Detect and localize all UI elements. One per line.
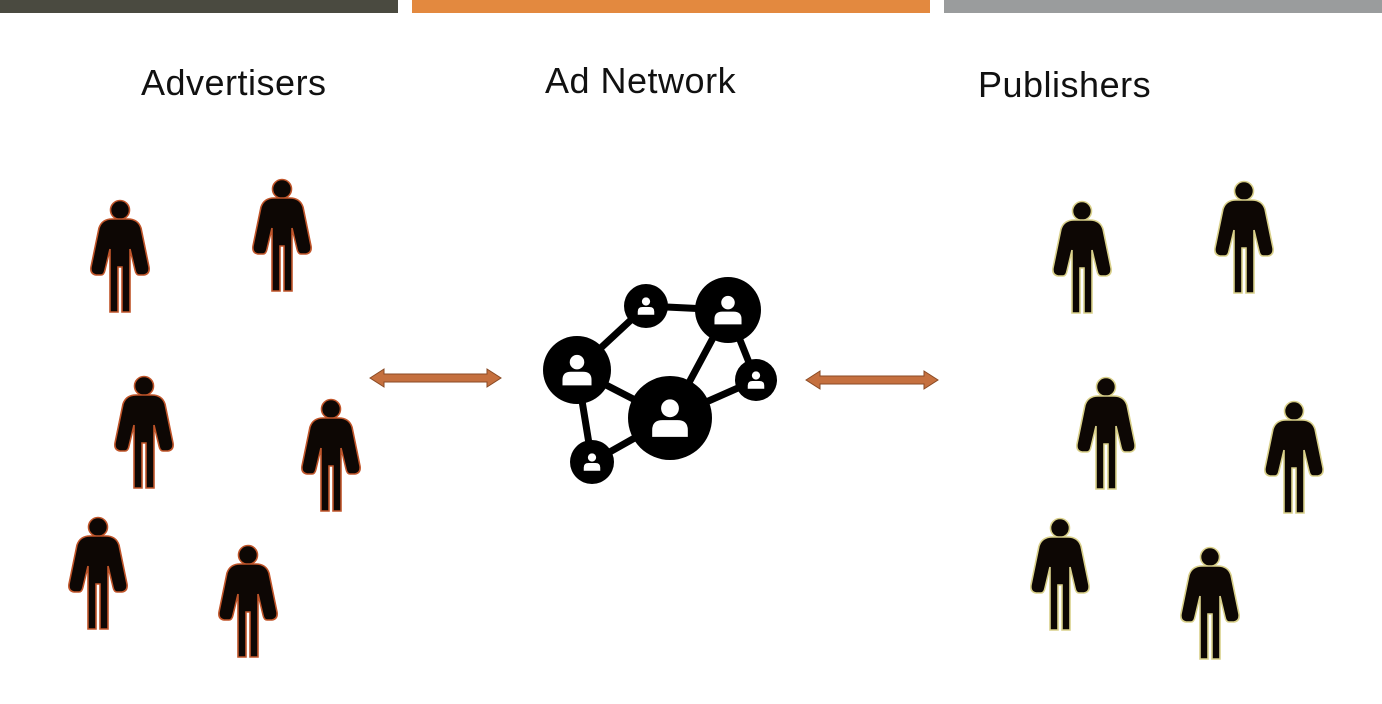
- advertisers-group: [68, 178, 361, 658]
- advertiser-person-icon: [68, 516, 128, 630]
- publisher-person-icon: [1052, 200, 1112, 314]
- network-nodes: [543, 277, 777, 484]
- advertiser-person-icon: [218, 544, 278, 658]
- top-bar-right: [944, 0, 1382, 13]
- publisher-person-icon: [1030, 517, 1090, 631]
- left-double-arrow-icon: [369, 368, 502, 388]
- network-node: [570, 440, 614, 484]
- right-double-arrow-icon: [805, 370, 939, 390]
- advertiser-person-icon: [252, 178, 312, 292]
- network-node: [543, 336, 611, 404]
- advertisers-heading: Advertisers: [141, 62, 327, 103]
- publisher-person-icon: [1180, 546, 1240, 660]
- publishers-group: [1030, 180, 1324, 660]
- top-bar-middle: [412, 0, 930, 13]
- publisher-person-icon: [1076, 376, 1136, 490]
- network-icon: [543, 277, 777, 484]
- network-node: [695, 277, 761, 343]
- publisher-person-icon: [1214, 180, 1274, 294]
- top-bar-left: [0, 0, 398, 13]
- advertiser-person-icon: [301, 398, 361, 512]
- publishers-heading: Publishers: [978, 64, 1152, 105]
- advertiser-person-icon: [114, 375, 174, 489]
- network-node: [624, 284, 668, 328]
- network-node: [628, 376, 712, 460]
- ad-network-heading: Ad Network: [545, 60, 737, 101]
- publisher-person-icon: [1264, 400, 1324, 514]
- advertiser-person-icon: [90, 199, 150, 313]
- network-node: [735, 359, 777, 401]
